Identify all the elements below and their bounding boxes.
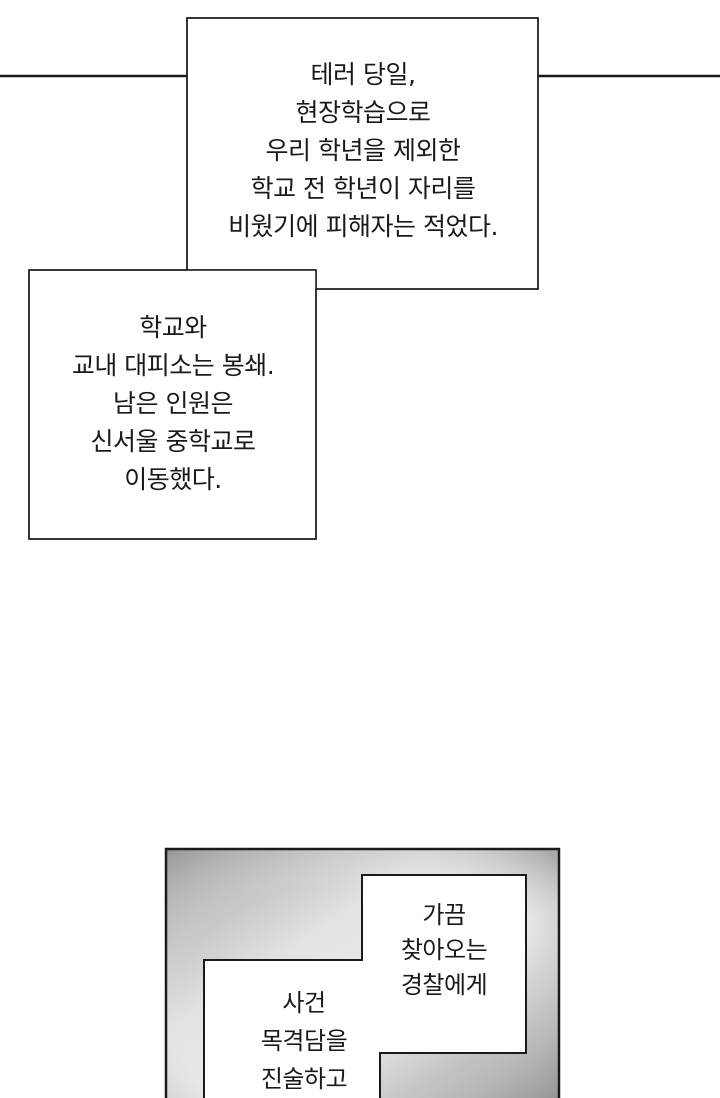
caption-line: 남은 인원은	[113, 389, 233, 418]
caption-line: 찾아오는	[400, 936, 488, 964]
caption-line: 비웠기에 피해자는 적었다.	[228, 212, 498, 241]
caption-line: 학교와	[139, 313, 207, 342]
caption-line: 이동했다.	[124, 465, 222, 494]
caption-line: 가끔	[422, 901, 466, 929]
caption-panel2-right-text: 가끔 찾아오는 경찰에게	[362, 898, 526, 1003]
caption-line: 테러 당일,	[310, 60, 416, 89]
caption-line: 진술하고	[260, 1065, 348, 1093]
caption-line: 사건	[282, 989, 326, 1017]
caption-panel2-left-text: 사건 목격담을 진술하고	[206, 984, 402, 1098]
caption-top-text: 테러 당일, 현장학습으로 우리 학년을 제외한 학교 전 학년이 자리를 비웠…	[188, 56, 538, 246]
caption-line: 현장학습으로	[295, 98, 431, 127]
panel-2-border	[164, 847, 561, 1098]
caption-box-panel2-combined	[203, 874, 527, 1098]
caption-line: 교내 대피소는 봉쇄.	[71, 351, 275, 380]
caption-line: 경찰에게	[400, 971, 488, 999]
caption-line: 학교 전 학년이 자리를	[250, 174, 476, 203]
caption-line: 신서울 중학교로	[90, 427, 256, 456]
caption-box-step-edge	[28, 17, 539, 540]
caption-line: 우리 학년을 제외한	[265, 136, 461, 165]
caption-bottom-text: 학교와 교내 대피소는 봉쇄. 남은 인원은 신서울 중학교로 이동했다.	[30, 309, 316, 499]
caption-line: 목격담을	[260, 1027, 348, 1055]
